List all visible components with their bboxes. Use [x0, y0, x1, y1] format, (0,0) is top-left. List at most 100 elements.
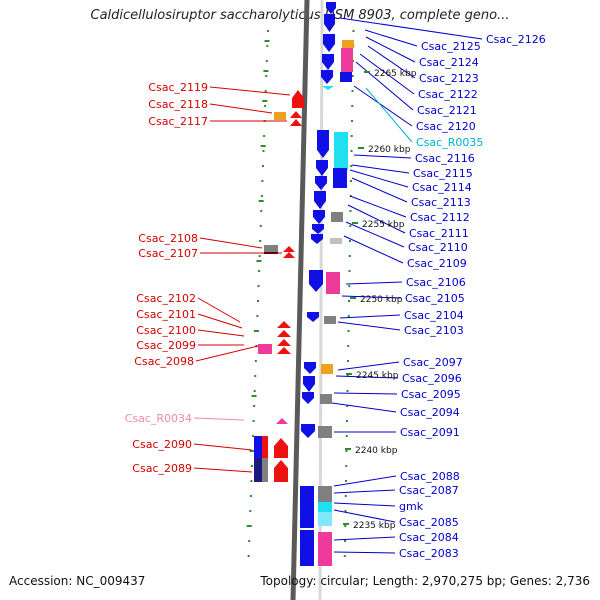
guide-tick — [249, 450, 255, 452]
guide-dot — [347, 360, 349, 362]
gene-label: Csac_2089 — [132, 462, 192, 475]
gene-block — [290, 119, 302, 126]
guide-dot — [264, 105, 267, 107]
scale-label: 2240 kbp — [355, 446, 398, 456]
gene-label: Csac_2112 — [410, 211, 470, 224]
gene-label: Csac_2117 — [148, 115, 208, 128]
scale-label: 2235 kbp — [353, 521, 396, 531]
gene-block — [300, 486, 314, 506]
leader-line — [197, 297, 241, 323]
gene-block — [333, 168, 347, 188]
gene-label: Csac_2113 — [411, 196, 471, 209]
leader-line — [364, 29, 418, 47]
gene-block — [326, 272, 340, 294]
scale-label: 2260 kbp — [368, 145, 411, 155]
rna-block — [322, 86, 334, 90]
leader-line — [351, 177, 408, 203]
guide-dot — [352, 30, 355, 32]
leader-line — [341, 295, 402, 299]
guide-dot — [263, 135, 266, 137]
gene-label: Csac_2105 — [405, 292, 465, 305]
gene-block — [320, 394, 332, 404]
guide-tick — [262, 100, 268, 102]
gene-block — [311, 234, 323, 244]
gene-label: Csac_2122 — [418, 88, 478, 101]
leader-line — [365, 36, 416, 63]
guide-dot — [348, 285, 351, 287]
guide-tick — [258, 200, 264, 202]
guide-dot — [348, 255, 351, 257]
leader-line — [333, 475, 397, 487]
gene-label: Csac_2114 — [412, 181, 472, 194]
guide-dot — [253, 390, 256, 392]
dotted-guide-left — [246, 30, 270, 557]
leader-line — [209, 103, 273, 114]
leader-line — [195, 345, 259, 362]
guide-dot — [345, 465, 348, 467]
guide-dot — [346, 420, 348, 422]
gene-block — [290, 111, 302, 118]
gene-block — [326, 2, 336, 14]
gene-block — [307, 312, 319, 322]
guide-dot — [344, 540, 346, 542]
guide-dot — [344, 510, 347, 512]
gene-label: Csac_2099 — [136, 339, 196, 352]
gene-block — [324, 14, 335, 32]
guide-dot — [250, 480, 253, 482]
gene-block — [313, 210, 325, 224]
guide-dot — [265, 60, 268, 62]
guide-dot — [349, 225, 352, 227]
gene-label: Csac_2098 — [134, 355, 194, 368]
gene-label: Csac_2124 — [419, 56, 479, 69]
gene-label: Csac_2083 — [399, 547, 459, 560]
guide-tick — [256, 260, 262, 262]
gene-label: Csac_2102 — [136, 292, 196, 305]
leader-line — [349, 195, 407, 218]
leader-line — [337, 361, 400, 371]
guide-dot — [348, 270, 351, 272]
label-leader-lines — [193, 17, 483, 554]
leader-line — [333, 489, 396, 494]
leader-line — [331, 402, 397, 413]
gene-block — [300, 506, 314, 528]
leader-line — [337, 321, 401, 331]
scale-label: 2265 kbp — [374, 69, 417, 79]
guide-dot — [259, 225, 262, 227]
gene-block — [318, 512, 332, 526]
leader-line — [349, 169, 409, 188]
leader-line — [197, 313, 243, 329]
guide-dot — [254, 360, 257, 362]
leader-line — [333, 502, 396, 507]
leader-line — [367, 45, 416, 79]
guide-dot — [257, 285, 260, 287]
gene-label: Csac_2109 — [407, 257, 467, 270]
guide-dot — [347, 345, 350, 347]
guide-dot — [351, 105, 354, 107]
gene-label: Csac_2115 — [413, 167, 473, 180]
gene-block — [277, 339, 291, 346]
leader-line — [333, 536, 396, 541]
gene-label: Csac_2100 — [136, 324, 196, 337]
guide-dot — [266, 30, 269, 32]
dotted-guide-right — [343, 30, 355, 557]
gene-block — [292, 90, 304, 108]
leader-line — [197, 329, 245, 337]
gene-block — [312, 224, 324, 234]
gene-block — [318, 532, 332, 566]
guide-tick — [253, 330, 259, 332]
gene-block — [274, 460, 288, 482]
leader-line — [333, 551, 396, 554]
gene-label: Csac_2118 — [148, 98, 208, 111]
gene-block — [302, 392, 314, 404]
guide-dot — [350, 180, 352, 182]
gene-label: Csac_2090 — [132, 438, 192, 451]
gene-block — [318, 502, 332, 512]
gene-block — [277, 321, 291, 328]
gene-label: Csac_2103 — [404, 324, 464, 337]
guide-tick — [246, 525, 252, 527]
guide-dot — [252, 420, 255, 422]
gene-label: Csac_2121 — [417, 104, 477, 117]
gene-block — [264, 245, 278, 253]
gene-label: Csac_2125 — [421, 40, 481, 53]
leader-line — [209, 86, 291, 96]
